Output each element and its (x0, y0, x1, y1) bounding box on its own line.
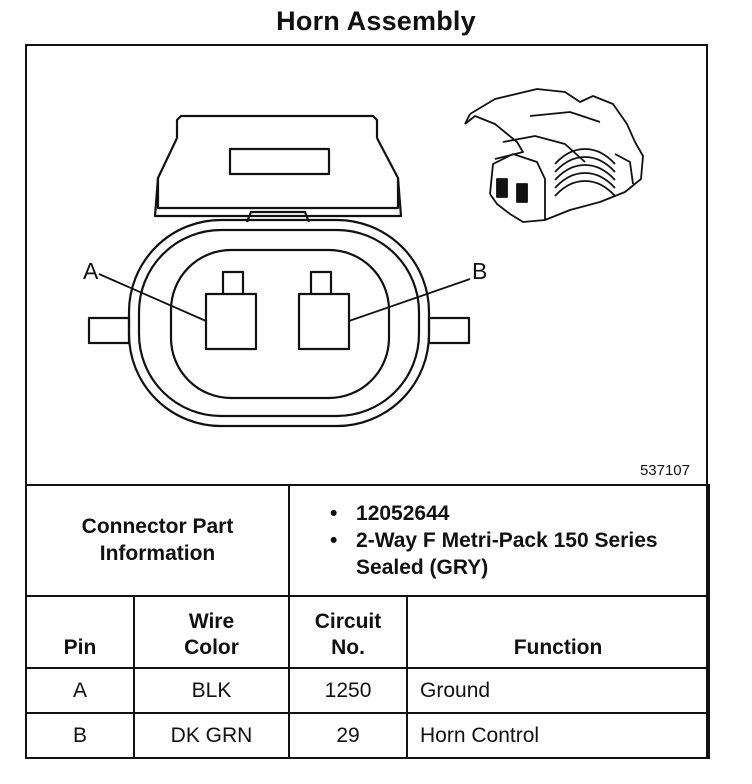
right-ear (427, 316, 471, 345)
header-wire-color: Wire Color (132, 594, 291, 670)
connector-3d-sketch (464, 88, 644, 223)
list-item: • 12052644 (330, 501, 450, 525)
diagram-frame (25, 44, 708, 759)
header-function: Function (406, 594, 711, 670)
connector-lock-tab (175, 114, 379, 138)
cavity-a (204, 292, 258, 351)
connector-drawing: A B 537107 (25, 44, 708, 484)
connector-info-table: Connector Part Information • 12052644 • … (24, 484, 711, 759)
leader-line-b (348, 278, 471, 322)
cavity-b (297, 292, 351, 351)
connector-part-list: • 12052644 • 2-Way F Metri-Pack 150 Seri… (288, 484, 711, 597)
table-row: B DK GRN 29 Horn Control (25, 712, 711, 759)
table-row: A BLK 1250 Ground (25, 667, 711, 715)
cell-pin: A (25, 667, 135, 715)
callout-a: A (83, 258, 99, 284)
header-pin: Pin (25, 594, 135, 670)
callout-b: B (472, 258, 487, 284)
connector-outer-oval (127, 218, 431, 428)
list-item: • 2-Way F Metri-Pack 150 Series Sealed (… (330, 528, 658, 579)
cell-wire-color: DK GRN (132, 712, 291, 759)
table-header-row: Pin Wire Color Circuit No. Function (25, 594, 711, 670)
leader-line-a (98, 273, 207, 322)
bullet-icon: • (330, 528, 338, 552)
connector-part-row: Connector Part Information • 12052644 • … (24, 484, 711, 597)
page-title: Horn Assembly (276, 6, 476, 36)
connector-seal-oval (137, 228, 421, 418)
cell-circuit-no: 1250 (288, 667, 409, 715)
header-circuit-no: Circuit No. (288, 594, 409, 670)
bullet-icon: • (330, 501, 338, 525)
cell-function: Horn Control (406, 712, 711, 759)
cell-circuit-no: 29 (288, 712, 409, 759)
left-ear (87, 316, 131, 345)
connector-inner-oval (169, 248, 391, 400)
connector-part-label: Connector Part Information (24, 484, 291, 597)
cell-wire-color: BLK (132, 667, 291, 715)
figure-number: 537107 (640, 462, 690, 479)
lock-tab-slot (228, 147, 331, 176)
cell-pin: B (25, 712, 135, 759)
cell-function: Ground (406, 667, 711, 715)
